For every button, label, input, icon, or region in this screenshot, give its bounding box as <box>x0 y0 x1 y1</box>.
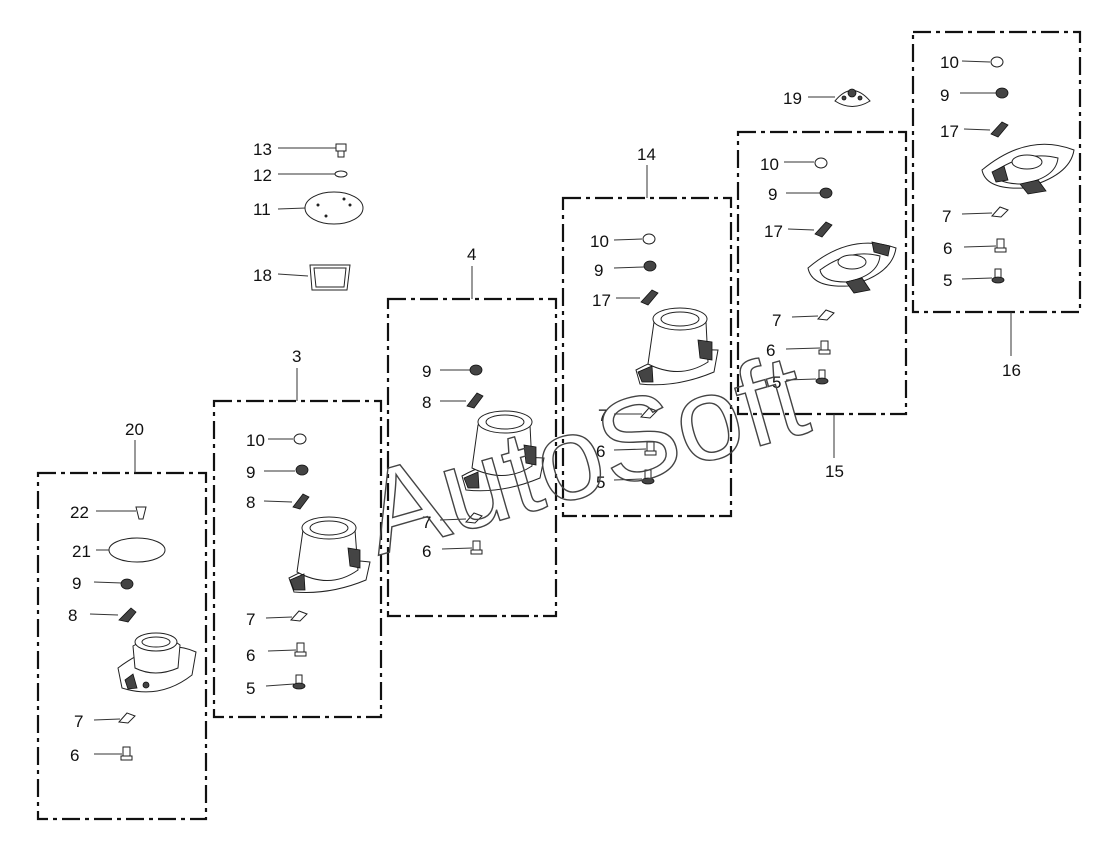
part-10-nut <box>293 433 307 445</box>
callout-8-box20: 8 <box>68 606 77 625</box>
callout-22: 22 <box>70 503 89 522</box>
part-6-bolt <box>994 238 1007 253</box>
callout-7-box14: 7 <box>598 406 607 425</box>
part-5-bolt <box>991 268 1005 284</box>
part-22-plug <box>135 506 147 520</box>
part-5-bolt <box>815 369 829 385</box>
part-5-bolt <box>641 469 655 485</box>
callout-9-box15: 9 <box>768 185 777 204</box>
part-11-cover-plate <box>277 191 364 225</box>
callout-9-box3: 9 <box>246 463 255 482</box>
part-6-bolt <box>470 540 483 555</box>
callout-5-box15: 5 <box>772 373 781 392</box>
part-6-bolt <box>644 441 657 456</box>
group-label-4: 4 <box>467 245 476 264</box>
callout-9-box14: 9 <box>594 261 603 280</box>
group-label-20: 20 <box>125 420 144 439</box>
callout-7-box20: 7 <box>74 712 83 731</box>
part-hub-housing-box3 <box>288 516 371 593</box>
callout-17-box15: 17 <box>764 222 783 241</box>
part-7-shim <box>990 206 1009 218</box>
part-6-bolt <box>120 746 133 761</box>
part-6-bolt <box>294 642 307 657</box>
part-17-clamp <box>640 289 659 306</box>
part-13-bolt <box>278 143 347 158</box>
callout-6-box3: 6 <box>246 646 255 665</box>
part-9-nut <box>295 464 309 476</box>
group-label-16: 16 <box>1002 361 1021 380</box>
callout-10-box3: 10 <box>246 431 265 450</box>
group-box-4 <box>386 297 558 618</box>
part-9-nut <box>643 260 657 272</box>
callout-13: 13 <box>253 140 272 159</box>
callout-10-box16: 10 <box>940 53 959 72</box>
callout-6-box20: 6 <box>70 746 79 765</box>
callout-12: 12 <box>253 166 272 185</box>
part-7-shim <box>816 309 835 321</box>
callout-7-box3: 7 <box>246 610 255 629</box>
group-box-20 <box>36 471 208 821</box>
part-10-nut <box>642 233 656 245</box>
part-8-clamp <box>118 607 137 623</box>
part-hub-housing-box14 <box>635 307 719 386</box>
callout-9-box4: 9 <box>422 362 431 381</box>
part-7-shim <box>639 407 658 419</box>
callout-6-box14: 6 <box>596 442 605 461</box>
part-19-hub-cap <box>808 88 871 107</box>
part-hub-housing-box4 <box>461 410 545 492</box>
watermark-text: AutoSoft <box>349 329 820 581</box>
part-12-washer <box>278 170 348 178</box>
part-21-cover <box>108 537 166 563</box>
part-9-nut <box>995 87 1009 99</box>
callout-6-box16: 6 <box>943 239 952 258</box>
group-box-15 <box>736 130 908 416</box>
part-rotor-disc-box15 <box>807 241 897 294</box>
part-hub-housing-box20 <box>117 632 197 693</box>
part-6-bolt <box>818 340 831 355</box>
group-box-14 <box>561 196 733 518</box>
part-10-nut <box>814 157 828 169</box>
callout-17-box14: 17 <box>592 291 611 310</box>
callout-7-box15: 7 <box>772 311 781 330</box>
callout-5-box14: 5 <box>596 473 605 492</box>
part-9-nut <box>469 364 483 376</box>
callout-6-box15: 6 <box>766 341 775 360</box>
callout-10-box14: 10 <box>590 232 609 251</box>
part-7-shim <box>117 712 136 724</box>
callout-6-box4: 6 <box>422 542 431 561</box>
callout-7-box16: 7 <box>942 207 951 226</box>
part-7-shim <box>464 512 483 524</box>
callout-7-box4: 7 <box>422 513 431 532</box>
group-label-15: 15 <box>825 462 844 481</box>
group-label-3: 3 <box>292 347 301 366</box>
part-18-gasket <box>277 264 351 291</box>
part-9-nut <box>120 578 134 590</box>
callout-9-box16: 9 <box>940 86 949 105</box>
callout-8-box4: 8 <box>422 393 431 412</box>
part-8-clamp <box>466 392 484 409</box>
group-label-14: 14 <box>637 145 656 164</box>
callout-18: 18 <box>253 266 272 285</box>
group-box-16 <box>911 30 1082 314</box>
callout-5-box3: 5 <box>246 679 255 698</box>
callout-10-box15: 10 <box>760 155 779 174</box>
callout-21: 21 <box>72 542 91 561</box>
callout-8-box3: 8 <box>246 493 255 512</box>
part-17-clamp <box>990 121 1009 138</box>
part-9-nut <box>819 187 833 199</box>
part-17-clamp <box>814 221 833 238</box>
callout-19: 19 <box>783 89 802 108</box>
part-5-bolt <box>292 674 306 690</box>
part-rotor-disc-box16 <box>981 143 1075 195</box>
callout-11: 11 <box>253 200 271 219</box>
part-8-clamp <box>292 493 310 510</box>
part-10-nut <box>990 56 1004 68</box>
part-7-shim <box>289 610 308 622</box>
callout-5-box16: 5 <box>943 271 952 290</box>
callout-9-box20: 9 <box>72 574 81 593</box>
callout-17-box16: 17 <box>940 122 959 141</box>
group-box-3 <box>212 399 383 719</box>
